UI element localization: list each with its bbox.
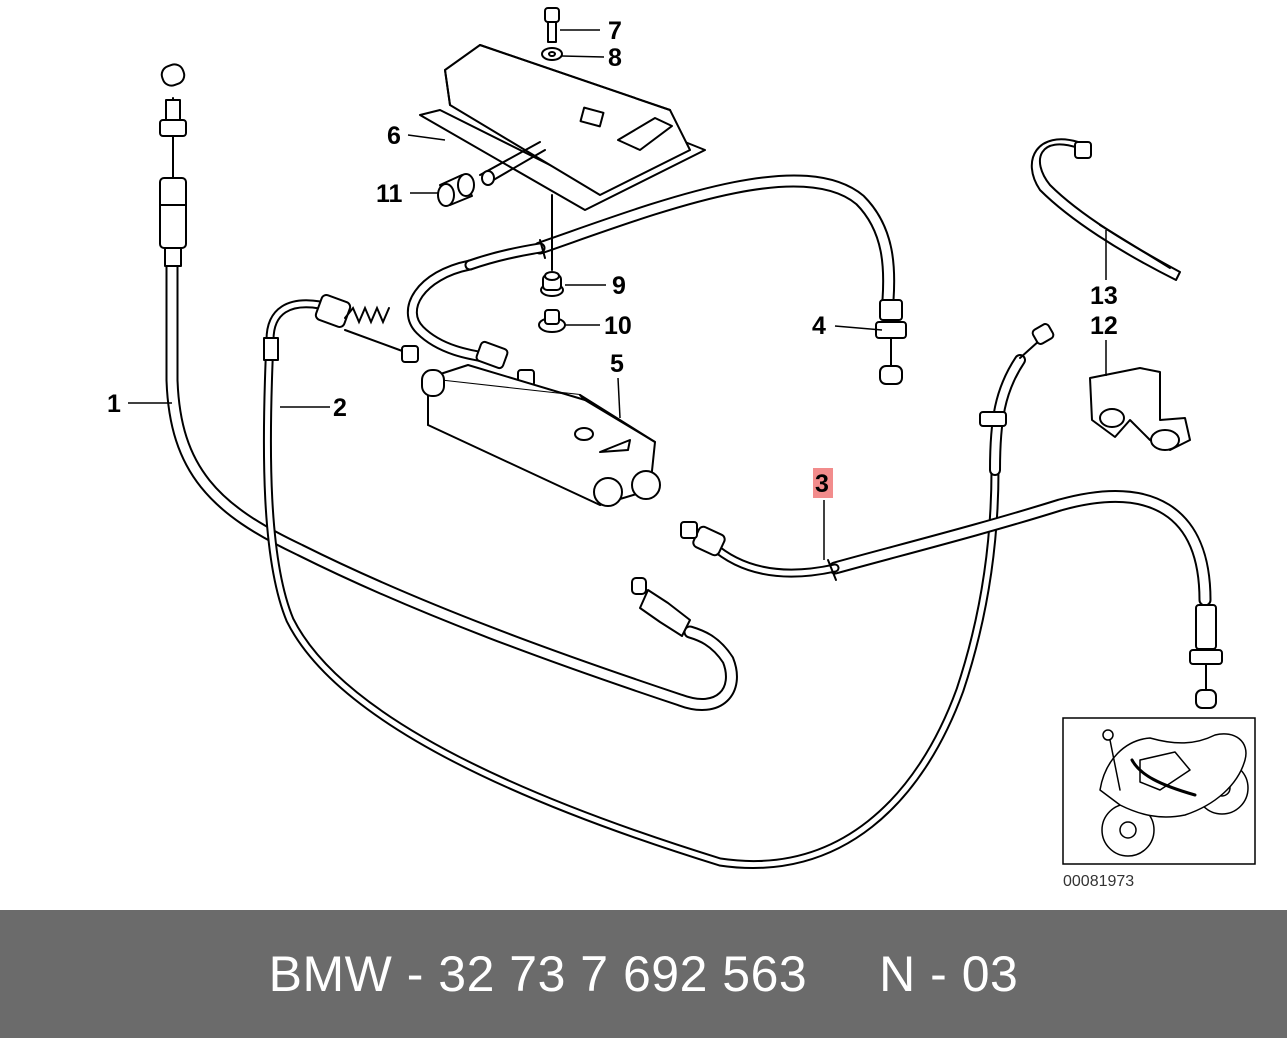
grommet-9 (540, 271, 564, 297)
callout-3: 3 (815, 470, 829, 498)
junction-box-5 (421, 364, 661, 507)
motorcycle-inset (1062, 717, 1256, 865)
screw-7 (544, 7, 560, 43)
part-number-caption: BMW - 32 73 7 692 563 N - 03 (268, 946, 1019, 1002)
drawing-reference-number: 00081973 (1063, 873, 1134, 890)
parts-diagram-svg: 1 2 3 4 5 6 7 8 9 10 11 12 13 00081973 (107, 7, 1256, 890)
callout-13: 13 (1090, 282, 1118, 310)
cable-tie-13 (1030, 138, 1181, 281)
callout-1: 1 (107, 390, 121, 418)
callout-3-highlight (813, 468, 833, 498)
callout-8: 8 (608, 44, 622, 72)
callout-12: 12 (1090, 312, 1118, 340)
callout-6: 6 (387, 122, 401, 150)
washer-8 (541, 47, 563, 61)
cable-4 (406, 174, 907, 387)
callout-9: 9 (612, 272, 626, 300)
parts-diagram: 1 2 3 4 5 6 7 8 9 10 11 12 13 00081973 (107, 7, 1256, 890)
bushing-10 (538, 309, 566, 333)
callout-10: 10 (604, 312, 632, 340)
callout-2: 2 (333, 394, 347, 422)
cable-3 (680, 490, 1223, 709)
callout-5: 5 (610, 350, 624, 378)
caption-bar: BMW - 32 73 7 692 563 N - 03 (0, 910, 1287, 1038)
clip-12 (1089, 367, 1191, 451)
sleeve-11 (437, 173, 475, 207)
cable-1 (159, 63, 738, 711)
bracket-6 (419, 44, 706, 271)
leader-lines (128, 29, 1107, 560)
motorcycle-icon (1099, 729, 1249, 857)
callout-11: 11 (376, 180, 403, 208)
callout-4: 4 (812, 312, 826, 340)
callout-7: 7 (608, 17, 622, 45)
cable-2 (262, 294, 1055, 870)
